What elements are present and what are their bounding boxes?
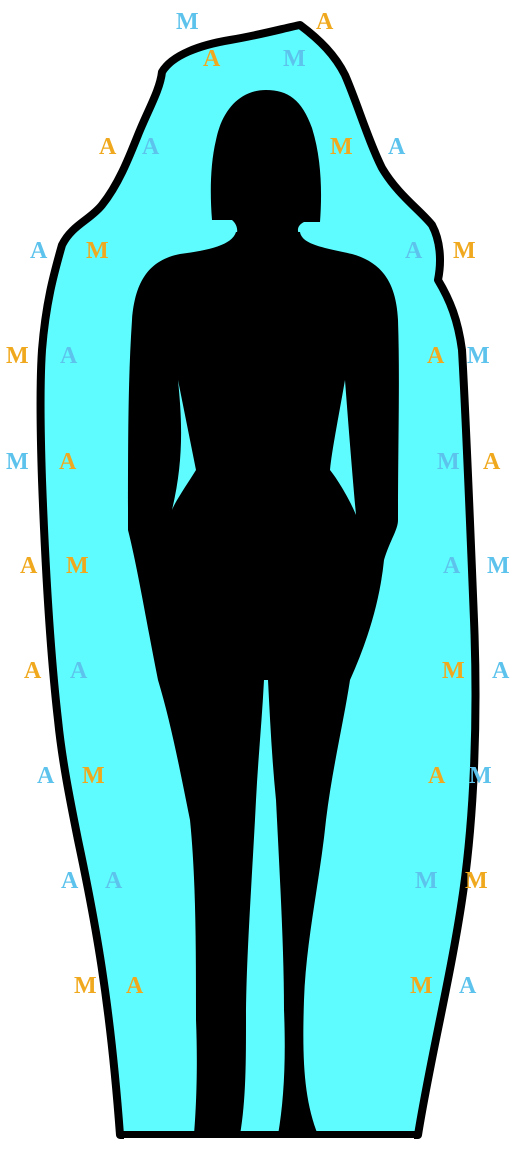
letter-14: A xyxy=(427,343,445,369)
letter-15: M xyxy=(467,343,490,369)
letter-26: M xyxy=(442,658,465,684)
letter-4: A xyxy=(99,134,117,160)
letter-9: M xyxy=(86,238,109,264)
letter-0: M xyxy=(176,9,199,35)
letter-18: M xyxy=(437,449,460,475)
letter-32: A xyxy=(61,868,79,894)
letter-6: M xyxy=(330,134,353,160)
letter-3: M xyxy=(283,46,306,72)
letter-30: A xyxy=(428,763,446,789)
letter-25: A xyxy=(70,658,88,684)
letter-31: M xyxy=(469,763,492,789)
letter-24: A xyxy=(24,658,42,684)
letter-17: A xyxy=(59,449,77,475)
letter-29: M xyxy=(82,763,105,789)
letter-33: A xyxy=(105,868,123,894)
letter-27: A xyxy=(492,658,510,684)
letter-7: A xyxy=(388,134,406,160)
letter-11: M xyxy=(453,238,476,264)
letter-5: A xyxy=(142,134,160,160)
letter-2: A xyxy=(203,46,221,72)
letter-1: A xyxy=(316,9,334,35)
letter-39: A xyxy=(459,973,477,999)
letter-34: M xyxy=(415,868,438,894)
letter-23: M xyxy=(487,553,510,579)
letter-35: M xyxy=(465,868,488,894)
letter-36: M xyxy=(74,973,97,999)
letter-10: A xyxy=(405,238,423,264)
letter-21: M xyxy=(66,553,89,579)
letter-19: A xyxy=(483,449,501,475)
aura-bottom-gap xyxy=(124,1138,414,1151)
silhouette-head xyxy=(211,90,321,236)
letter-20: A xyxy=(20,553,38,579)
letter-22: A xyxy=(443,553,461,579)
letter-13: A xyxy=(60,343,78,369)
letter-8: A xyxy=(30,238,48,264)
letter-28: A xyxy=(37,763,55,789)
letter-37: A xyxy=(126,973,144,999)
letter-12: M xyxy=(6,343,29,369)
letter-16: M xyxy=(6,449,29,475)
letter-38: M xyxy=(410,973,433,999)
